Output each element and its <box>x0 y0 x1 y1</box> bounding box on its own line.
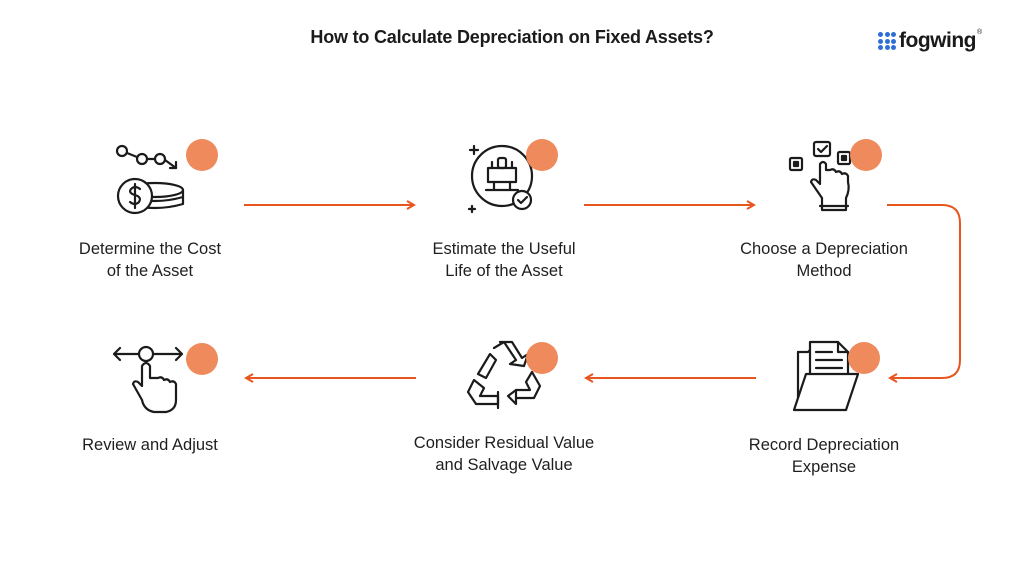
page-title: How to Calculate Depreciation on Fixed A… <box>310 27 714 47</box>
step-label-line1: Determine the Cost <box>78 240 222 258</box>
step-label-line2: Expense <box>791 458 857 476</box>
hand-slider-icon <box>112 345 184 414</box>
step-choose-method: Choose a Depreciation Method <box>704 138 944 288</box>
step-marker-dot <box>526 342 558 374</box>
step-record-expense: Record Depreciation Expense <box>704 338 944 488</box>
coins-trend-icon <box>115 144 185 215</box>
step-marker-dot <box>526 139 558 171</box>
recycle-icon <box>466 340 542 410</box>
step-marker-dot <box>850 139 882 171</box>
step-label-line2: Life of the Asset <box>445 262 563 280</box>
step-marker-dot <box>186 139 218 171</box>
step-label-line1: Estimate the Useful <box>432 240 576 258</box>
arrow-step3-to-step4 <box>887 204 961 378</box>
brand-name: fogwing <box>899 29 976 52</box>
step-review-adjust: Review and Adjust <box>30 338 270 488</box>
step-marker-dot <box>186 343 218 375</box>
step-estimate-useful-life: Estimate the Useful Life of the Asset <box>384 138 624 288</box>
machine-check-icon <box>467 144 534 214</box>
step-label-line1: Review and Adjust <box>82 436 218 454</box>
step-label-line2: of the Asset <box>106 262 194 280</box>
step-label-line1: Record Depreciation <box>748 436 900 454</box>
hand-select-icon <box>788 140 852 212</box>
step-determine-cost: Determine the Cost of the Asset <box>30 138 270 288</box>
step-label-line1: Choose a Depreciation <box>740 240 908 258</box>
step-marker-dot <box>848 342 880 374</box>
step-label-line1: Consider Residual Value <box>413 434 595 452</box>
logo-dots-icon <box>878 32 896 50</box>
step-label-line2: Method <box>796 262 852 280</box>
folder-document-icon <box>792 340 860 412</box>
registered-mark: ® <box>976 28 983 36</box>
brand-logo: fogwing ® <box>878 28 982 54</box>
step-label-line2: and Salvage Value <box>435 456 573 474</box>
step-residual-salvage: Consider Residual Value and Salvage Valu… <box>384 338 624 488</box>
